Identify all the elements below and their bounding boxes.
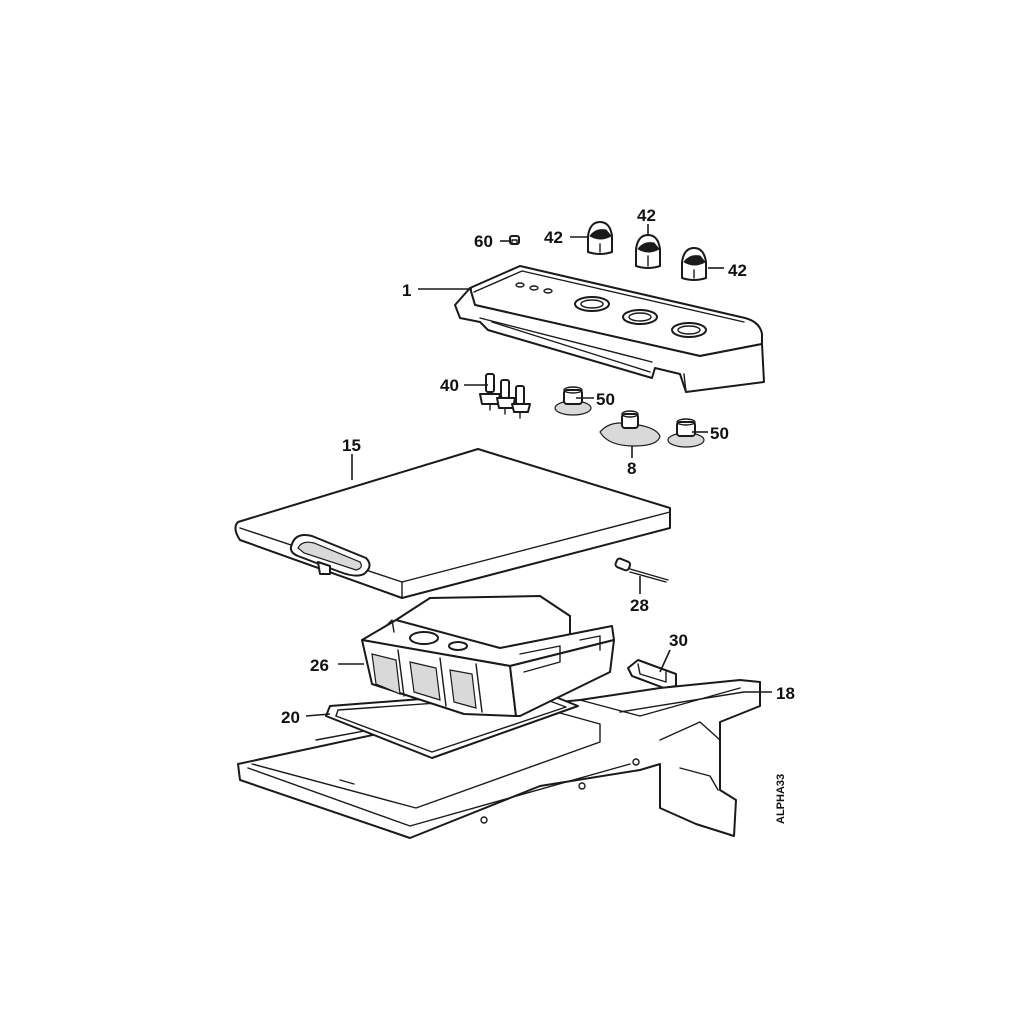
leader-lines xyxy=(305,224,772,717)
part-18-base-frame xyxy=(237,679,761,839)
part-1-control-panel xyxy=(454,265,765,393)
part-50-switch-1 xyxy=(554,386,592,416)
callout-60: 60 xyxy=(474,232,493,251)
callout-26: 26 xyxy=(310,656,329,675)
part-42-knob-3 xyxy=(681,247,707,281)
callout-1: 1 xyxy=(402,281,411,300)
callout-50-a: 50 xyxy=(596,390,615,409)
callout-50-b: 50 xyxy=(710,424,729,443)
part-15-lid xyxy=(234,448,671,599)
callout-40: 40 xyxy=(440,376,459,395)
callout-8: 8 xyxy=(627,459,636,478)
part-50-switch-2 xyxy=(667,418,705,448)
part-28-pin xyxy=(614,557,669,583)
part-60-plug xyxy=(509,235,520,245)
callout-labels: 60 42 42 42 1 40 50 50 8 15 28 30 26 18 … xyxy=(281,206,795,727)
callout-42-a: 42 xyxy=(544,228,563,247)
part-40-push-buttons xyxy=(479,373,531,419)
callout-18: 18 xyxy=(776,684,795,703)
part-26-dispenser xyxy=(361,595,615,717)
callout-30: 30 xyxy=(669,631,688,650)
part-30-bracket xyxy=(627,659,677,689)
callout-42-c: 42 xyxy=(728,261,747,280)
callout-42-b: 42 xyxy=(637,206,656,225)
callout-20: 20 xyxy=(281,708,300,727)
part-42-knob-1 xyxy=(587,221,613,255)
reference-code: ALPHA33 xyxy=(775,774,787,824)
callout-15: 15 xyxy=(342,436,361,455)
part-8-selector xyxy=(599,410,661,447)
part-42-knob-2 xyxy=(635,234,661,269)
callout-28: 28 xyxy=(630,596,649,615)
